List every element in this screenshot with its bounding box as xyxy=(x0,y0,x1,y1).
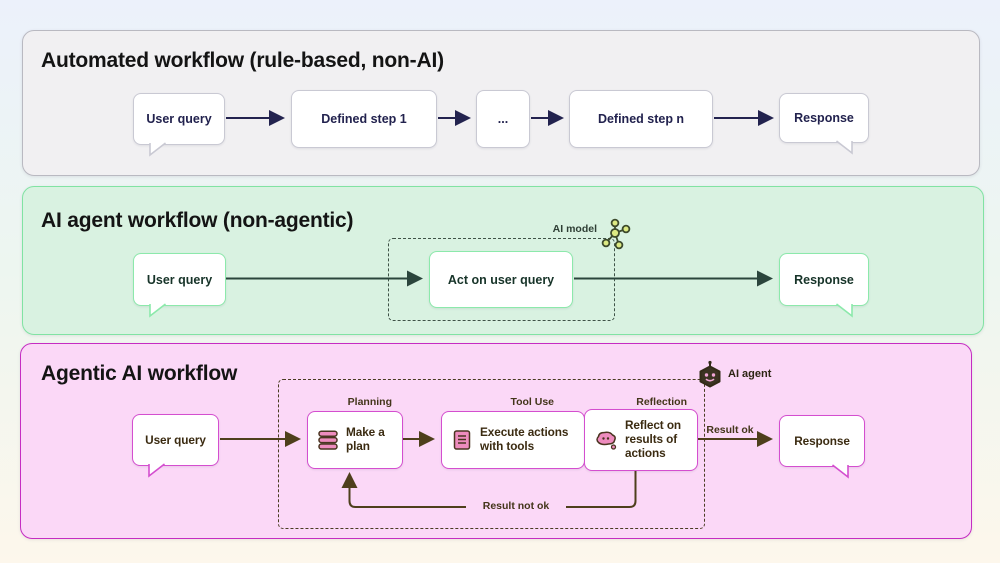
panel-title-ai-agent: AI agent workflow (non-agentic) xyxy=(41,209,354,232)
tool-use-label: Tool Use xyxy=(510,396,554,408)
response-bubble: Response xyxy=(779,415,865,479)
user-query-label: User query xyxy=(145,433,206,447)
panel-agentic-ai-workflow: Agentic AI workflow User query Plann xyxy=(20,343,972,539)
make-a-plan-label: Make a plan xyxy=(346,425,385,453)
response-label: Response xyxy=(794,272,854,287)
response-label: Response xyxy=(794,434,850,448)
bubble-tail-icon xyxy=(149,141,166,157)
thought-bubble-icon xyxy=(596,431,617,450)
reflection-label: Reflection xyxy=(636,396,687,408)
response-label: Response xyxy=(794,111,854,125)
reflect-label: Reflect on results of actions xyxy=(625,418,682,460)
defined-step-n-label: Defined step n xyxy=(597,112,685,126)
bubble-tail-icon xyxy=(149,302,166,318)
user-query-label: User query xyxy=(146,112,212,126)
user-query-bubble: User query xyxy=(133,93,225,157)
bubble-tail-icon xyxy=(836,139,853,155)
user-query-label: User query xyxy=(146,272,213,287)
act-on-user-query-label: Act on user query xyxy=(447,272,555,287)
act-on-user-query-box: Act on user query xyxy=(429,251,573,308)
user-query-bubble: User query xyxy=(133,253,226,318)
result-not-ok-label: Result not ok xyxy=(482,500,550,512)
result-ok-label: Result ok xyxy=(706,424,754,436)
defined-step-n-box: Defined step n xyxy=(569,90,713,148)
ellipsis-label: ... xyxy=(497,112,509,126)
execute-actions-box: Execute actions with tools xyxy=(441,411,585,469)
defined-step-1-label: Defined step 1 xyxy=(321,112,407,126)
bubble-tail-icon xyxy=(836,302,853,318)
response-bubble: Response xyxy=(779,253,869,318)
ai-agent-dashed-boundary xyxy=(278,379,705,529)
bubble-tail-icon xyxy=(832,463,849,479)
user-query-bubble: User query xyxy=(132,414,219,478)
panel-automated-workflow: Automated workflow (rule-based, non-AI) … xyxy=(22,30,980,176)
planning-label: Planning xyxy=(347,396,392,408)
document-icon xyxy=(453,430,471,450)
execute-actions-label: Execute actions with tools xyxy=(480,425,569,453)
ai-model-label: AI model xyxy=(552,223,597,235)
ai-agent-robot-icon xyxy=(699,360,721,388)
bubble-tail-icon xyxy=(148,462,165,478)
panel-title-automated: Automated workflow (rule-based, non-AI) xyxy=(41,49,444,72)
ellipsis-box: ... xyxy=(476,90,530,148)
ai-agent-label: AI agent xyxy=(728,368,772,380)
ai-model-dashed-boundary xyxy=(388,238,615,321)
layers-icon xyxy=(318,430,338,450)
reflect-box: Reflect on results of actions xyxy=(584,409,698,471)
defined-step-1-box: Defined step 1 xyxy=(291,90,437,148)
panel-ai-agent-workflow: AI agent workflow (non-agentic) User que… xyxy=(22,186,984,335)
make-a-plan-box: Make a plan xyxy=(307,411,403,469)
ai-model-network-icon xyxy=(601,218,631,250)
response-bubble: Response xyxy=(779,93,869,155)
panel-title-agentic: Agentic AI workflow xyxy=(41,362,238,385)
